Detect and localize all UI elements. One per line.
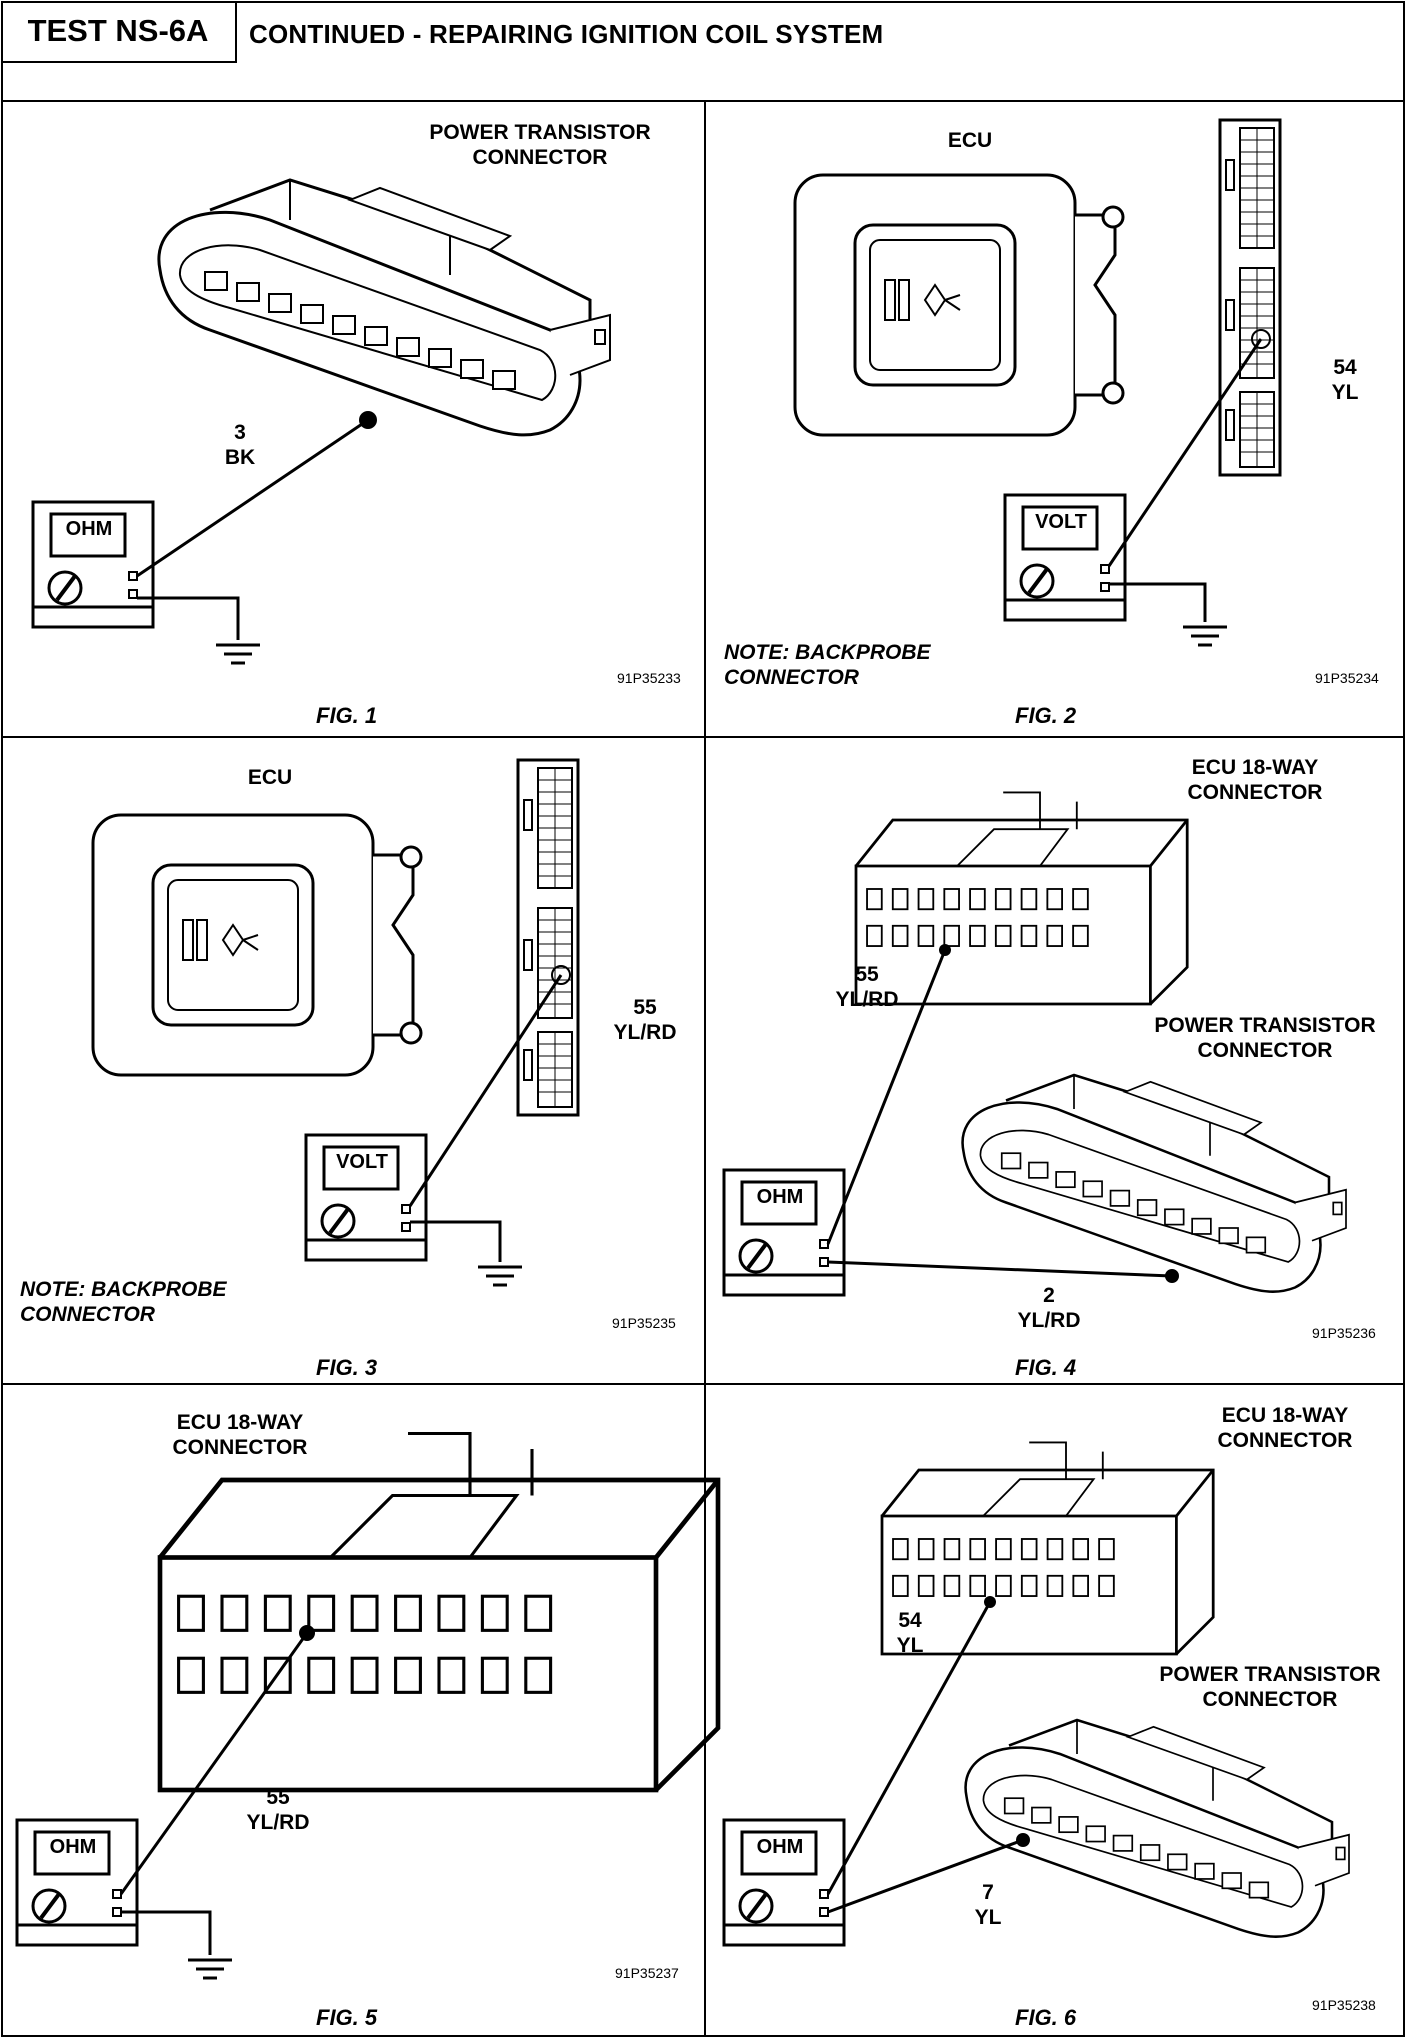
fig1-probe-lead [136, 418, 369, 578]
fig3-caption: FIG. 3 [316, 1355, 378, 1380]
fig3-probe-point [551, 965, 571, 985]
fig1-pin-number: 3 [234, 421, 246, 444]
fig3-pin-number: 55 [633, 996, 657, 1019]
fig4-component-label-ecu: ECU 18-WAY CONNECTOR [1187, 756, 1323, 804]
column-divider [704, 101, 706, 2036]
fig6-ecu-pin-number: 54 [898, 1609, 922, 1632]
fig2-probe-lead [1107, 338, 1263, 567]
fig6-power-transistor-connector [964, 1718, 1351, 1938]
fig1-meter-display: OHM [65, 518, 113, 540]
fig3-meter-display: VOLT [336, 1151, 388, 1173]
fig2-meter-display: VOLT [1035, 511, 1087, 533]
fig3-ground-lead [410, 1220, 502, 1262]
fig3-wire-color: YL/RD [613, 1021, 677, 1044]
fig3-probe-lead [408, 974, 563, 1207]
fig6-component-label-ecu: ECU 18-WAY CONNECTOR [1217, 1404, 1353, 1452]
fig5-ecu-18way-connector [160, 1434, 718, 1791]
fig1-ref-code: 91P35233 [617, 670, 681, 686]
fig6-pt-wire-color: YL [974, 1906, 1002, 1929]
fig2-ecu [793, 173, 1125, 437]
fig4-caption: FIG. 4 [1015, 1355, 1077, 1380]
fig4-probe-lead-pt [827, 1260, 1173, 1278]
fig3-component-label: ECU [247, 766, 293, 789]
fig4-pt-pin-number: 2 [1043, 1284, 1055, 1307]
fig5-probe-lead [119, 1632, 309, 1895]
fig6-caption: FIG. 6 [1015, 2005, 1077, 2030]
fig4-pt-wire-color: YL/RD [1017, 1309, 1081, 1332]
fig1-power-transistor-connector [157, 178, 612, 437]
fig6-ref-code: 91P35238 [1312, 1997, 1376, 2013]
fig1-ground-lead [137, 596, 240, 640]
fig6-probe-lead-pt [827, 1838, 1024, 1914]
fig2-ground-lead [1109, 582, 1207, 622]
fig2-ref-code: 91P35234 [1315, 670, 1379, 686]
fig3-note: NOTE: BACKPROBE CONNECTOR [20, 1278, 227, 1326]
page-header: TEST NS-6A CONTINUED - REPAIRING IGNITIO… [1, 1, 1405, 102]
fig3-pin-chart [516, 758, 580, 1117]
fig2-wire-color: YL [1331, 381, 1359, 404]
fig6-meter-display: OHM [756, 1836, 804, 1858]
fig5-wire-color: YL/RD [246, 1811, 310, 1834]
fig2-probe-point [1251, 329, 1271, 349]
fig2-pin-chart [1218, 118, 1282, 477]
fig1-wire-color: BK [224, 446, 256, 469]
fig4-meter-display: OHM [756, 1186, 804, 1208]
fig4-power-transistor-connector [961, 1073, 1348, 1293]
fig2-note: NOTE: BACKPROBE CONNECTOR [724, 641, 931, 689]
fig2-pin-number: 54 [1333, 356, 1357, 379]
row-divider-2 [1, 1383, 1405, 1385]
fig4-ecu-18way-connector [854, 791, 1189, 1006]
fig4-ecu-pin-number: 55 [855, 963, 879, 986]
fig6-pt-pin-number: 7 [982, 1881, 994, 1904]
fig2-component-label: ECU [947, 129, 993, 152]
fig4-probe-lead-ecu [826, 949, 947, 1245]
fig3-ecu [91, 813, 423, 1077]
fig5-meter-display: OHM [49, 1836, 97, 1858]
fig5-pin-number: 55 [266, 1786, 290, 1809]
fig3-ref-code: 91P35235 [612, 1315, 676, 1331]
fig5-caption: FIG. 5 [316, 2005, 378, 2030]
fig5-ground-lead [121, 1910, 212, 1955]
fig4-component-label-pt: POWER TRANSISTOR CONNECTOR [1154, 1014, 1376, 1062]
page-title: CONTINUED - REPAIRING IGNITION COIL SYST… [249, 19, 884, 49]
fig6-component-label-pt: POWER TRANSISTOR CONNECTOR [1159, 1663, 1381, 1711]
fig1-caption: FIG. 1 [316, 703, 378, 728]
test-id: TEST NS-6A [1, 1, 237, 63]
fig4-ecu-wire-color: YL/RD [835, 988, 899, 1011]
fig4-ref-code: 91P35236 [1312, 1325, 1376, 1341]
row-divider-1 [1, 736, 1405, 738]
fig6-probe-lead-ecu [826, 1601, 992, 1895]
fig1-component-label: POWER TRANSISTOR CONNECTOR [429, 121, 651, 169]
fig5-component-label: ECU 18-WAY CONNECTOR [172, 1411, 308, 1459]
fig2-caption: FIG. 2 [1015, 703, 1077, 728]
fig6-ecu-wire-color: YL [896, 1634, 924, 1657]
fig5-ref-code: 91P35237 [615, 1965, 679, 1981]
